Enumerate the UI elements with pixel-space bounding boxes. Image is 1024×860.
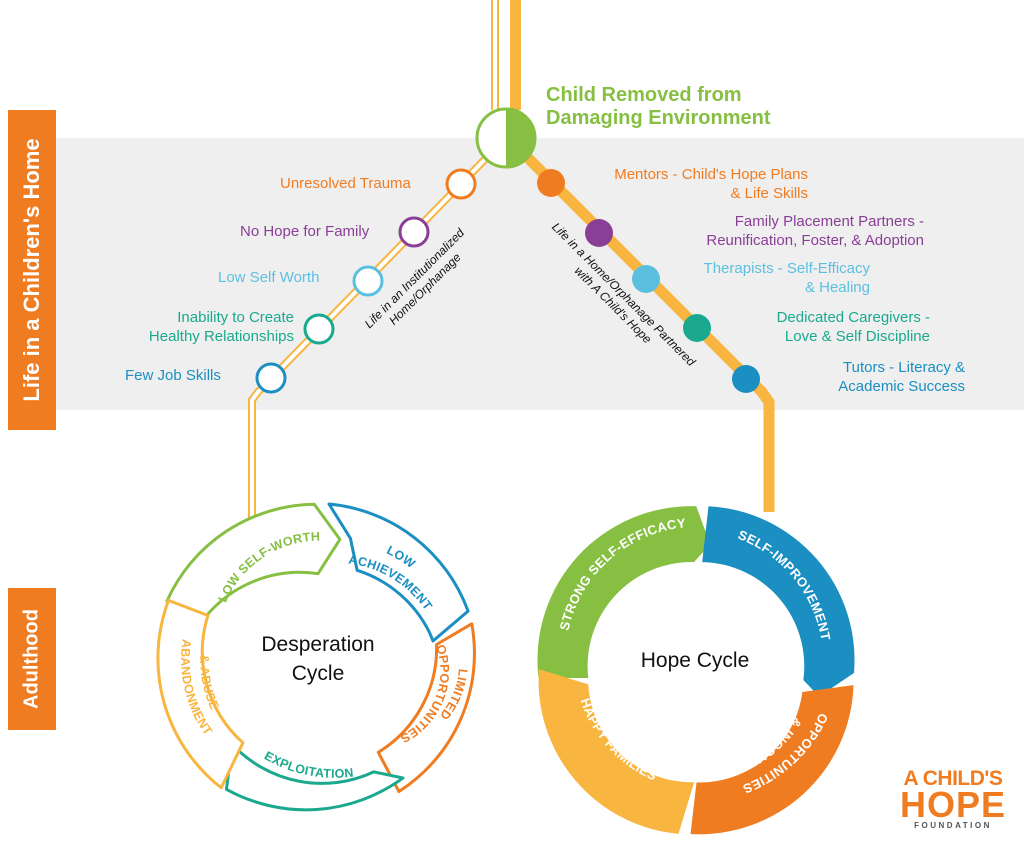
right-item-therapists-line-2: & Healing xyxy=(804,279,870,296)
right-item-therapists-line-1: Therapists - Self-Efficacy xyxy=(703,260,870,277)
logo-line-3: FOUNDATION xyxy=(914,821,992,830)
right-item-family-placement: Family Placement Partners - Reunificatio… xyxy=(600,212,924,250)
logo-line-2: HOPE xyxy=(899,784,1007,825)
desperation-segment-low-achievement xyxy=(327,502,470,643)
title-line-2: Damaging Environment xyxy=(546,107,771,129)
hope-segment-happy-families xyxy=(538,669,695,834)
node-family-placement xyxy=(585,219,613,247)
section-tab-adulthood: Adulthood xyxy=(8,588,56,730)
desperation-segment-limited-opportunities xyxy=(376,622,476,794)
left-item-low-self-worth: Low Self Worth xyxy=(218,269,320,286)
right-item-tutors-line-2: Academic Success xyxy=(838,378,965,395)
node-relationships xyxy=(303,313,335,345)
node-no-hope-family xyxy=(398,216,430,248)
desperation-cycle-ring xyxy=(156,502,476,812)
desperation-cycle-title: Desperation Cycle xyxy=(218,630,418,688)
right-item-caregivers: Dedicated Caregivers - Love & Self Disci… xyxy=(712,308,930,346)
junction-node xyxy=(475,107,537,169)
desperation-segment-abandonment xyxy=(156,598,245,790)
desperation-cycle-title-line-2: Cycle xyxy=(291,662,345,685)
hope-segment-self-improvement xyxy=(702,506,855,697)
hope-segment-opportunities xyxy=(690,685,854,835)
left-item-unresolved-trauma: Unresolved Trauma xyxy=(280,175,411,192)
childs-hope-logo: A CHILD'S HOPE FOUNDATION xyxy=(898,768,1008,831)
diagram-title: Child Removed from Damaging Environment xyxy=(546,84,770,130)
left-item-job-skills: Few Job Skills xyxy=(125,367,221,384)
left-item-relationships-line-2: Healthy Relationships xyxy=(148,328,294,345)
node-caregivers xyxy=(683,314,711,342)
hope-cycle-title: Hope Cycle xyxy=(640,649,750,672)
node-job-skills xyxy=(255,362,287,394)
right-item-caregivers-line-1: Dedicated Caregivers - xyxy=(776,309,930,326)
right-item-mentors: Mentors - Child's Hope Plans & Life Skil… xyxy=(560,165,808,203)
right-item-family-placement-line-1: Family Placement Partners - xyxy=(734,213,924,230)
title-line-1: Child Removed from xyxy=(546,84,742,106)
desperation-cycle-title-line-1: Desperation xyxy=(261,633,375,656)
section-tab-childrens-home: Life in a Children's Home xyxy=(8,110,56,430)
entry-track xyxy=(491,0,521,110)
right-item-mentors-line-1: Mentors - Child's Hope Plans xyxy=(614,166,808,183)
desperation-segment-low-self-worth xyxy=(165,502,342,618)
childrens-home-band xyxy=(50,138,1024,410)
hope-segment-self-efficacy xyxy=(537,506,711,678)
logo-line-1: A CHILD'S xyxy=(903,767,1003,790)
left-item-relationships-line-1: Inability to Create xyxy=(177,309,294,326)
right-item-mentors-line-2: & Life Skills xyxy=(730,185,808,202)
right-item-family-placement-line-2: Reunification, Foster, & Adoption xyxy=(706,232,924,249)
hope-cycle-ring xyxy=(537,506,855,835)
node-therapists xyxy=(632,265,660,293)
node-tutors xyxy=(732,365,760,393)
left-item-relationships: Inability to Create Healthy Relationship… xyxy=(100,308,294,346)
node-mentors xyxy=(537,169,565,197)
right-item-therapists: Therapists - Self-Efficacy & Healing xyxy=(660,259,870,297)
right-item-caregivers-line-2: Love & Self Discipline xyxy=(784,328,930,345)
left-item-no-hope-family: No Hope for Family xyxy=(240,223,370,240)
right-item-tutors: Tutors - Literacy & Academic Success xyxy=(760,358,965,396)
right-item-tutors-line-1: Tutors - Literacy & xyxy=(843,359,965,376)
node-low-self-worth xyxy=(352,265,384,297)
node-unresolved-trauma xyxy=(445,168,477,200)
